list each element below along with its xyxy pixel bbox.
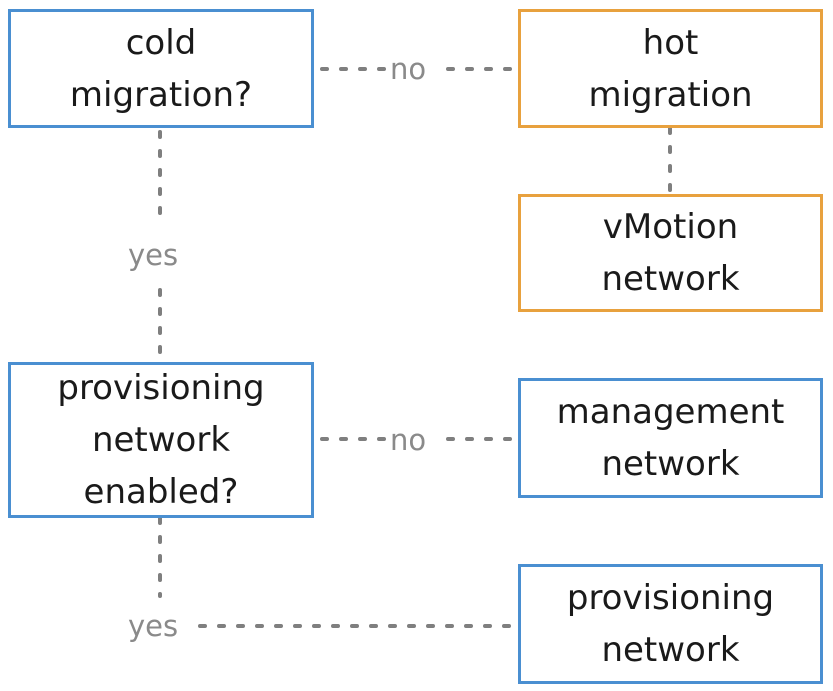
edge-label-no: no — [390, 52, 427, 86]
provisioning-network-node: provisioning network — [518, 564, 823, 684]
edge-label-no: no — [390, 423, 427, 457]
node-line: migration? — [69, 74, 253, 115]
node-line: provisioning — [57, 368, 265, 408]
node-line: enabled? — [83, 472, 239, 512]
vmotion-network-node: vMotion network — [518, 194, 823, 312]
management-network-node: management network — [518, 378, 823, 498]
cold-migration-decision: cold migration? — [8, 9, 314, 128]
node-line: network — [601, 259, 740, 299]
provisioning-enabled-decision: provisioning network enabled? — [8, 362, 314, 518]
edge-label-yes: yes — [128, 609, 179, 643]
node-line: cold — [125, 22, 197, 63]
node-line: network — [601, 444, 740, 484]
node-line: vMotion — [602, 207, 739, 247]
node-line: network — [601, 630, 740, 670]
edge-label-yes: yes — [128, 238, 179, 272]
hot-migration-node: hot migration — [518, 9, 823, 128]
node-line: network — [91, 420, 231, 460]
node-line: migration — [588, 74, 753, 115]
node-line: management — [556, 392, 785, 432]
node-line: hot — [642, 22, 699, 63]
node-line: provisioning — [566, 578, 775, 618]
